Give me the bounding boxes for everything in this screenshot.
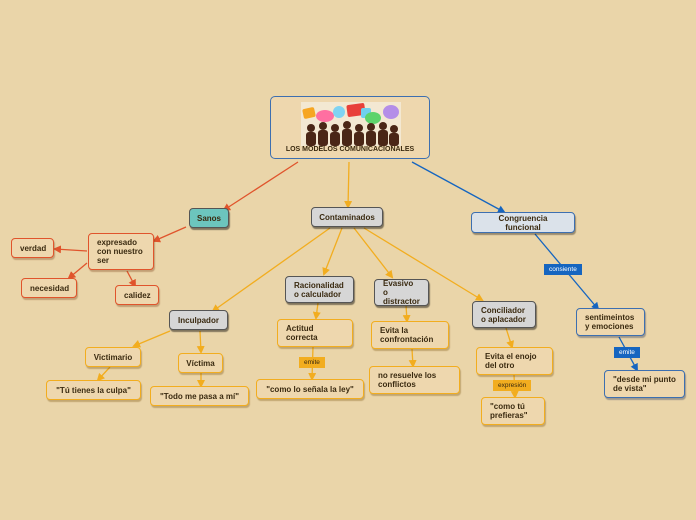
node-tu-tienes-la-culpa[interactable]: "Tú tienes la culpa": [46, 380, 141, 400]
node-no-resuelve-conflictos[interactable]: no resuelve los conflictos: [369, 366, 460, 394]
node-victimario[interactable]: Victimario: [85, 347, 141, 367]
edges-yellow: [96, 161, 519, 399]
node-sanos[interactable]: Sanos: [189, 208, 229, 228]
node-congruencia-funcional[interactable]: Congruencia funcional: [471, 212, 575, 233]
node-sentimientos[interactable]: sentimeintos y emociones: [576, 308, 645, 336]
label-expresion: expresión: [493, 380, 532, 391]
node-calidez[interactable]: calidez: [115, 285, 159, 305]
node-conciliador[interactable]: Conciliador o aplacador: [472, 301, 536, 328]
node-expresado[interactable]: expresado con nuestro ser: [88, 233, 154, 270]
edges-red: [53, 161, 299, 288]
central-topic-title: LOS MODELOS COMUNICACIONALES: [285, 146, 415, 153]
node-todo-me-pasa[interactable]: "Todo me pasa a mí": [150, 386, 249, 406]
node-desde-mi-punto[interactable]: "desde mi punto de vista": [604, 370, 685, 398]
node-inculpador[interactable]: Inculpador: [169, 310, 228, 330]
node-racionalidad[interactable]: Racionalidad o calculador: [285, 276, 354, 303]
label-consiente: consiente: [544, 264, 582, 275]
label-emite-blue: emite: [614, 347, 640, 358]
node-contaminados[interactable]: Contaminados: [311, 207, 383, 227]
node-como-tu-prefieras[interactable]: "como tú prefieras": [481, 397, 545, 425]
central-topic[interactable]: LOS MODELOS COMUNICACIONALES: [270, 96, 430, 159]
node-actitud-correcta[interactable]: Actitud correcta: [277, 319, 353, 347]
node-evita-confrontacion[interactable]: Evita la confrontación: [371, 321, 449, 349]
node-como-lo-senala-la-ley[interactable]: "como lo señala la ley": [256, 379, 364, 399]
node-verdad[interactable]: verdad: [11, 238, 54, 258]
people-speech-bubbles-icon: [301, 102, 401, 146]
node-victima[interactable]: Víctima: [178, 353, 223, 373]
node-evita-enojo[interactable]: Evita el enojo del otro: [476, 347, 553, 375]
label-emite: emite: [299, 357, 325, 368]
node-necesidad[interactable]: necesidad: [21, 278, 77, 298]
node-evasivo[interactable]: Evasivo o distractor: [374, 279, 429, 306]
